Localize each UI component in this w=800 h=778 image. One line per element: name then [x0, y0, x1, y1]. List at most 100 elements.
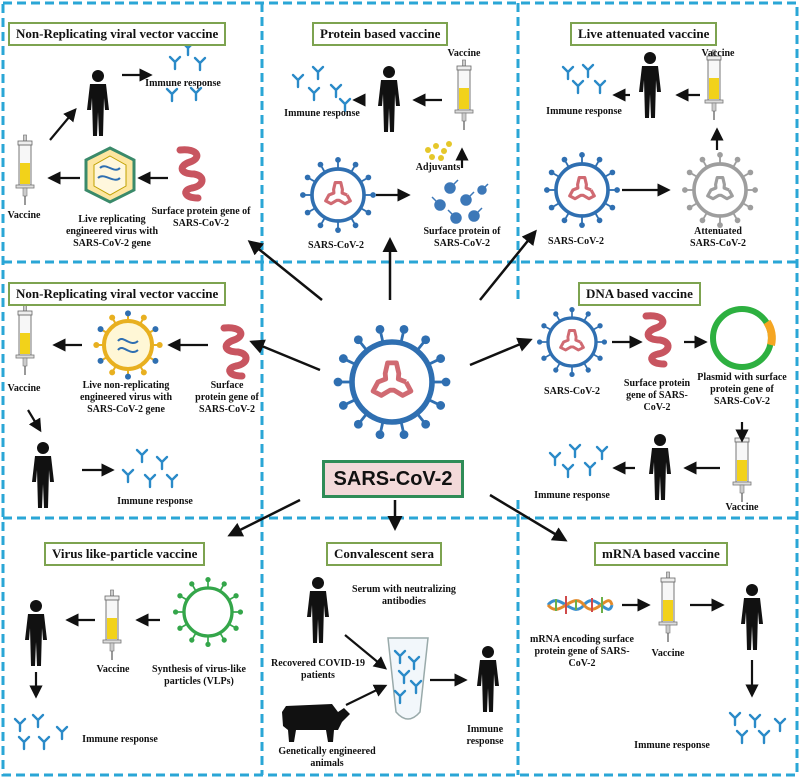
- center-label: SARS-CoV-2: [322, 460, 464, 498]
- syringe-icon: [704, 49, 724, 121]
- syringe-icon: [732, 431, 752, 503]
- antibody-icon: [193, 56, 207, 72]
- panel7-arrows: [344, 634, 468, 706]
- syringe-icon: [658, 571, 678, 643]
- label-immune-response: Immune response: [145, 78, 221, 89]
- label-synthesis-vlp: Synthesis of virus-like particles (VLPs): [152, 664, 246, 687]
- antibody-icon: [168, 55, 182, 71]
- engineered-virus-icon: [84, 146, 136, 204]
- human-icon: [649, 434, 671, 500]
- radial-arrows: [227, 229, 568, 542]
- human-icon: [639, 52, 661, 118]
- antibody-icon: [143, 473, 157, 489]
- adjuvants-icon: [425, 141, 452, 161]
- panel-title-sera: Convalescent sera: [326, 542, 443, 566]
- label-sars-cov-2: SARS-CoV-2: [544, 386, 600, 397]
- panel4-arrows: [27, 338, 208, 477]
- label-surface-protein: Surface protein of SARS-CoV-2: [423, 226, 501, 249]
- label-immune-response: Immune response: [284, 108, 360, 119]
- test-tube-icon: [387, 637, 429, 720]
- engineered-virus-icon: [93, 310, 163, 380]
- antibody-icon: [757, 729, 771, 745]
- antibody-icon: [13, 717, 27, 733]
- label-surface-gene: Surface protein gene of SARS-CoV-2: [195, 380, 259, 415]
- syringe-icon: [102, 589, 122, 661]
- panel-title-nrvv-top: Non-Replicating viral vector vaccine: [8, 22, 227, 46]
- label-vaccine: Vaccine: [7, 210, 41, 221]
- antibody-icon: [773, 717, 787, 733]
- label-serum: Serum with neutralizing antibodies: [352, 584, 456, 607]
- antibody-icon: [561, 65, 575, 81]
- antibody-icon: [595, 445, 609, 461]
- antibody-icon: [165, 473, 179, 489]
- sars-cov-2-virus-icon: [536, 306, 608, 378]
- attenuated-virus-icon: [682, 152, 758, 228]
- sars-cov-2-virus-icon: [300, 157, 376, 233]
- label-vaccine: Vaccine: [7, 383, 41, 394]
- human-icon: [25, 600, 47, 666]
- label-adjuvants: Adjuvants: [415, 162, 461, 173]
- label-vaccine: Vaccine: [96, 664, 130, 675]
- human-icon: [87, 70, 109, 136]
- panel-title-nrvv-mid: Non-Replicating viral vector vaccine: [8, 282, 227, 306]
- antibody-icon: [165, 87, 179, 103]
- cow-icon: [282, 704, 350, 742]
- label-recovered-patients: Recovered COVID-19 patients: [271, 658, 365, 681]
- antibody-icon: [311, 65, 325, 81]
- human-icon: [477, 646, 499, 712]
- mrna-icon: [546, 596, 614, 614]
- gene-icon: [646, 316, 668, 364]
- panel-title-live: Live attenuated vaccine: [570, 22, 718, 46]
- antibody-icon: [31, 713, 45, 729]
- label-sars-cov-2: SARS-CoV-2: [548, 236, 604, 247]
- label-vaccine: Vaccine: [701, 48, 735, 59]
- label-immune-response: Immune response: [466, 724, 504, 747]
- syringe-icon: [454, 59, 474, 131]
- antibody-icon: [748, 713, 762, 729]
- antibody-icon: [17, 735, 31, 751]
- human-icon: [378, 66, 400, 132]
- antibody-icon: [735, 729, 749, 745]
- label-immune-response: Immune response: [534, 490, 610, 501]
- human-icon: [32, 442, 54, 508]
- antibody-icon: [548, 451, 562, 467]
- antibody-icon: [583, 461, 597, 477]
- gene-icon: [224, 328, 246, 376]
- label-surface-gene: Surface protein gene of SARS-CoV-2: [151, 206, 251, 229]
- syringe-icon: [15, 134, 35, 206]
- panel6-arrows: [29, 613, 160, 699]
- antibody-icon: [329, 83, 343, 99]
- label-immune-response: Immune response: [546, 106, 622, 117]
- label-vaccine: Vaccine: [447, 48, 481, 59]
- label-engineered-virus: Live replicating engineered virus with S…: [65, 214, 159, 249]
- panel-title-protein: Protein based vaccine: [312, 22, 449, 46]
- label-vaccine: Vaccine: [651, 648, 685, 659]
- panel1-arrows: [47, 68, 168, 185]
- panel8-arrows: [622, 598, 759, 698]
- antibody-icon: [55, 725, 69, 741]
- plasmid-icon: [710, 306, 776, 370]
- human-icon: [741, 584, 763, 650]
- label-plasmid: Plasmid with surface protein gene of SAR…: [697, 372, 787, 407]
- syringe-icon: [15, 304, 35, 376]
- panel3-arrows: [612, 88, 724, 197]
- label-engineered-animals: Genetically engineered animals: [278, 746, 376, 769]
- sars-cov-2-virus-icon: [544, 152, 620, 228]
- label-sars-cov-2: SARS-CoV-2: [308, 240, 364, 251]
- panel2-arrows: [352, 93, 469, 202]
- antibody-icon: [135, 448, 149, 464]
- antibody-icon: [593, 79, 607, 95]
- label-mrna: mRNA encoding surface protein gene of SA…: [530, 634, 634, 669]
- antibody-icon: [121, 468, 135, 484]
- panel5-arrows: [612, 335, 749, 475]
- antibody-icon: [291, 73, 305, 89]
- label-attenuated: Attenuated SARS-CoV-2: [690, 226, 746, 249]
- antibody-icon: [728, 711, 742, 727]
- panel-title-vlp: Virus like-particle vaccine: [44, 542, 206, 566]
- antibody-icon: [561, 463, 575, 479]
- label-immune-response: Immune response: [117, 496, 193, 507]
- sars-cov-2-virus-icon: [333, 324, 451, 440]
- antibody-icon: [581, 63, 595, 79]
- antibody-icon: [37, 735, 51, 751]
